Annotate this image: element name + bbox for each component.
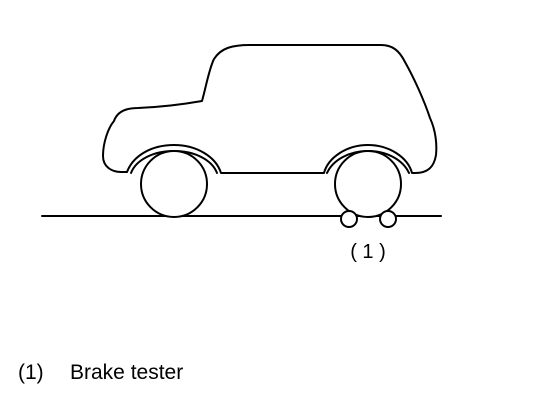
figure-legend: (1) Brake tester <box>18 360 183 386</box>
front-wheel <box>140 150 208 218</box>
vehicle-body-outline <box>102 44 438 174</box>
legend-item-number: (1) <box>18 361 44 384</box>
legend-item-text: Brake tester <box>70 361 184 384</box>
rear-wheel <box>334 150 402 218</box>
brake-tester-callout: ( 1 ) <box>350 241 386 263</box>
brake-tester-roller-left <box>340 210 358 228</box>
brake-tester-roller-right <box>379 210 397 228</box>
